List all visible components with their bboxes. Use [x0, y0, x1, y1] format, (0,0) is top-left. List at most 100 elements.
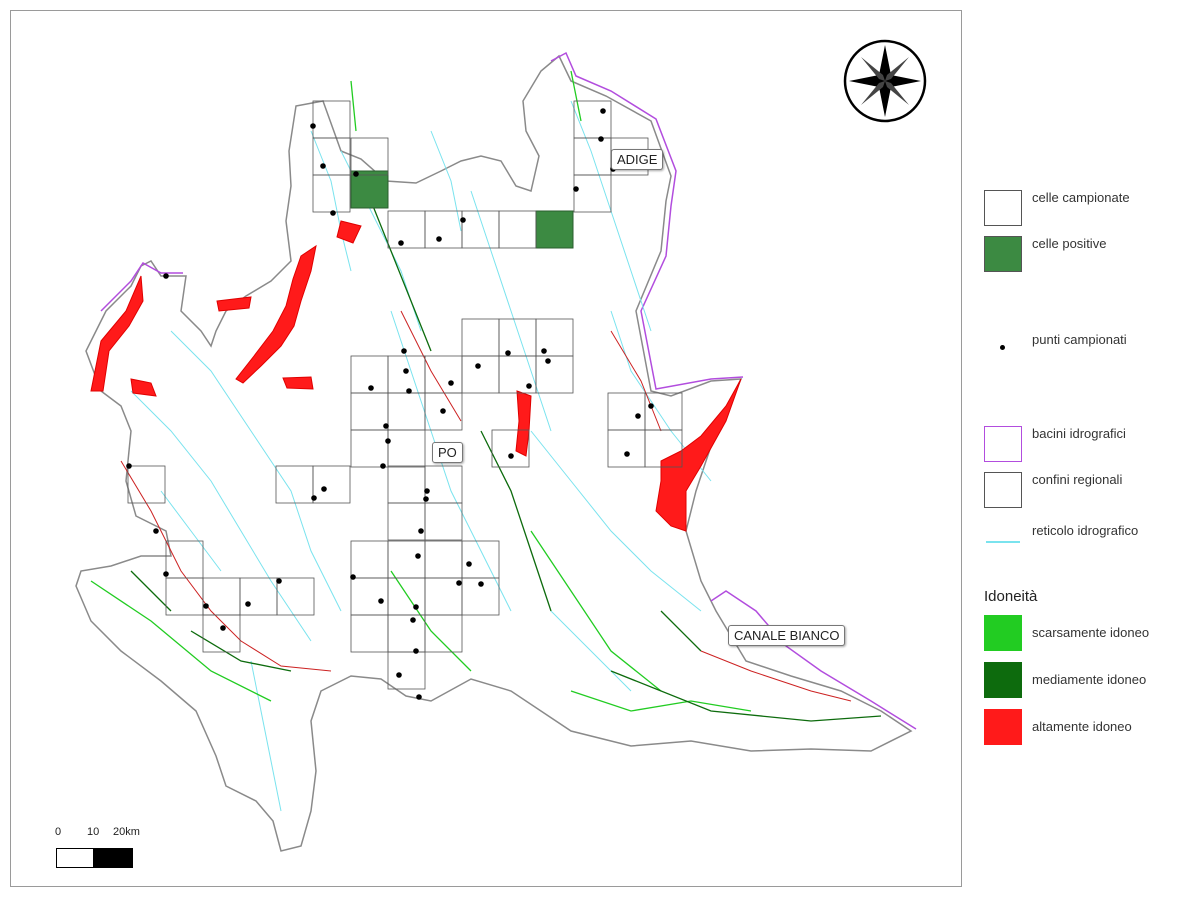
sample-point: [573, 186, 579, 192]
altamente-network: [120, 310, 852, 702]
altamente-areas: [90, 220, 742, 532]
sample-point: [245, 601, 251, 607]
basin-label-canale-bianco: CANALE BIANCO: [728, 625, 846, 646]
legend-swatch-mediamente: [984, 662, 1022, 698]
legend-item-confini-regionali: confini regionali: [984, 472, 1152, 508]
sampled-cell: [127, 465, 166, 504]
sample-point: [423, 496, 429, 502]
scale-tick-20: 20km: [113, 826, 140, 838]
scarsamente-network: [90, 70, 752, 712]
sampled-cell: [461, 577, 500, 616]
legend-label: scarsamente idoneo: [1032, 625, 1150, 640]
legend-swatch-region: [984, 472, 1022, 508]
sampled-cell: [491, 429, 530, 468]
sample-point: [600, 108, 606, 114]
sample-point: [320, 163, 326, 169]
legend-swatch-sampled-cell: [984, 190, 1022, 226]
legend-label: altamente idoneo: [1032, 719, 1132, 734]
sample-point: [508, 453, 514, 459]
sample-point: [368, 385, 374, 391]
legend-item-bacini-idrografici: bacini idrografici: [984, 426, 1152, 462]
legend-item-punti-campionati: punti campionati: [984, 332, 1152, 352]
sample-point: [418, 528, 424, 534]
legend-label: reticolo idrografico: [1032, 523, 1139, 538]
sampled-cell: [312, 465, 351, 504]
sample-point: [416, 694, 422, 700]
sample-point: [403, 368, 409, 374]
legend-swatch-scarsamente: [984, 615, 1022, 651]
sampled-cell: [424, 392, 463, 431]
sample-point: [436, 236, 442, 242]
sample-point: [396, 672, 402, 678]
sample-point: [401, 348, 407, 354]
sampled-cell: [387, 429, 426, 468]
basin-label-adige: ADIGE: [611, 149, 664, 170]
sampled-cell: [573, 174, 612, 213]
legend-label: punti campionati: [1032, 332, 1127, 347]
sample-point: [635, 413, 641, 419]
legend-item-scarsamente: scarsamente idoneo: [984, 615, 1182, 651]
sample-point: [203, 603, 209, 609]
basin-label-po: PO: [432, 442, 463, 463]
map-canvas[interactable]: [11, 11, 962, 887]
legend-swatch-positive-cell: [984, 236, 1022, 272]
sample-point: [648, 403, 654, 409]
sample-point: [311, 495, 317, 501]
legend-label: mediamente idoneo: [1032, 672, 1147, 687]
map-frame: ADIGE PO CANALE BIANCO 0 10 20km: [10, 10, 962, 887]
sample-point: [598, 136, 604, 142]
sample-point: [353, 171, 359, 177]
sample-point: [378, 598, 384, 604]
sample-point: [505, 350, 511, 356]
sample-point: [163, 571, 169, 577]
sample-point: [466, 561, 472, 567]
sampled-cell: [498, 210, 537, 249]
sampled-cell: [350, 137, 389, 176]
basin-outline: [100, 51, 917, 730]
sample-point: [126, 463, 132, 469]
sample-point: [321, 486, 327, 492]
sample-point: [413, 604, 419, 610]
legend-item-altamente: altamente idoneo: [984, 709, 1182, 745]
sample-point: [448, 380, 454, 386]
sample-point: [475, 363, 481, 369]
scale-segment-white: [56, 848, 94, 868]
sample-point: [545, 358, 551, 364]
sampled-cell: [424, 502, 463, 541]
legend-label: confini regionali: [1032, 472, 1123, 487]
sample-point: [541, 348, 547, 354]
sample-point: [456, 580, 462, 586]
sample-point: [383, 423, 389, 429]
sample-point: [350, 574, 356, 580]
legend-item-celle-campionate: celle campionate: [984, 190, 1152, 226]
scale-bar: 0 10 20km: [55, 826, 155, 876]
scale-tick-10: 10: [87, 826, 100, 838]
legend-item-reticolo-idrografico: reticolo idrografico: [984, 523, 1152, 559]
sample-point: [330, 210, 336, 216]
compass-rose-icon: [843, 39, 927, 123]
sampled-cells: [127, 100, 683, 690]
sample-point: [424, 488, 430, 494]
sample-point: [526, 383, 532, 389]
sample-point: [410, 617, 416, 623]
sample-point: [415, 553, 421, 559]
sample-point: [310, 123, 316, 129]
positive-cell: [535, 210, 574, 249]
mediamente-network: [130, 200, 882, 722]
positive-cell: [350, 170, 389, 209]
sample-point: [624, 451, 630, 457]
sample-point: [413, 648, 419, 654]
sample-point: [276, 578, 282, 584]
legend-swatch-hydro: [984, 523, 1022, 559]
sample-point: [398, 240, 404, 246]
sample-point: [220, 625, 226, 631]
sample-point: [380, 463, 386, 469]
sample-point: [406, 388, 412, 394]
region-outline: [75, 54, 913, 852]
legend-label: celle campionate: [1032, 190, 1130, 205]
sampled-cell: [202, 614, 241, 653]
sampled-cell: [387, 651, 426, 690]
sample-point: [440, 408, 446, 414]
legend-item-celle-positive: celle positive: [984, 236, 1152, 272]
sampled-cell: [276, 577, 315, 616]
